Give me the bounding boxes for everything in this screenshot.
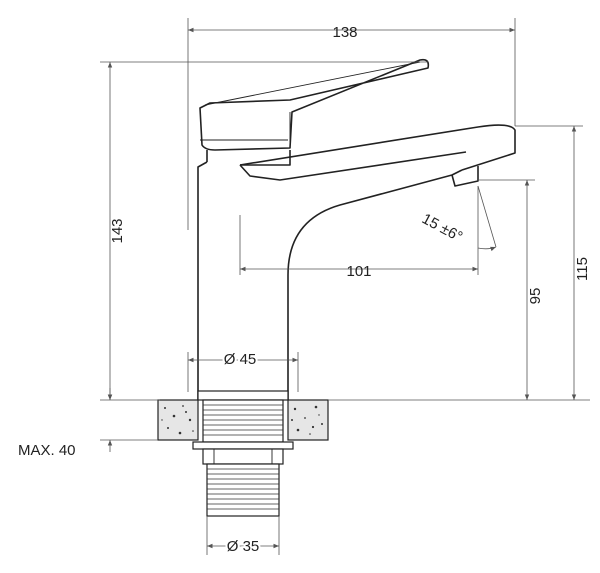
max-countertop-label: MAX. 40 bbox=[18, 442, 76, 459]
dimension-thread-diameter: Ø 35 bbox=[206, 516, 280, 557]
dimension-outlet-height: 95 bbox=[328, 179, 590, 401]
overall-width-label: 138 bbox=[332, 24, 357, 41]
countertop-section bbox=[157, 399, 329, 441]
spout-reach-label: 101 bbox=[346, 263, 371, 280]
dimension-max-countertop: MAX. 40 bbox=[18, 388, 158, 459]
dimension-spout-top-height: 115 bbox=[515, 125, 591, 400]
dimension-spout-angle: 15 ±6° bbox=[419, 185, 497, 252]
body-diameter-label: Ø 45 bbox=[224, 351, 257, 368]
dimension-body-diameter: Ø 45 bbox=[187, 349, 299, 392]
spout-angle-label: 15 ±6° bbox=[419, 210, 465, 245]
base-fitting bbox=[192, 390, 294, 517]
thread-diameter-label: Ø 35 bbox=[227, 538, 260, 555]
overall-height-label: 143 bbox=[109, 218, 126, 243]
dimension-overall-width: 138 bbox=[187, 18, 516, 230]
outlet-height-label: 95 bbox=[527, 288, 544, 305]
dimension-spout-reach: 101 bbox=[239, 186, 479, 280]
spout-top-height-label: 115 bbox=[574, 257, 591, 281]
faucet-body bbox=[197, 58, 516, 400]
dimension-overall-height: 143 bbox=[100, 61, 428, 401]
